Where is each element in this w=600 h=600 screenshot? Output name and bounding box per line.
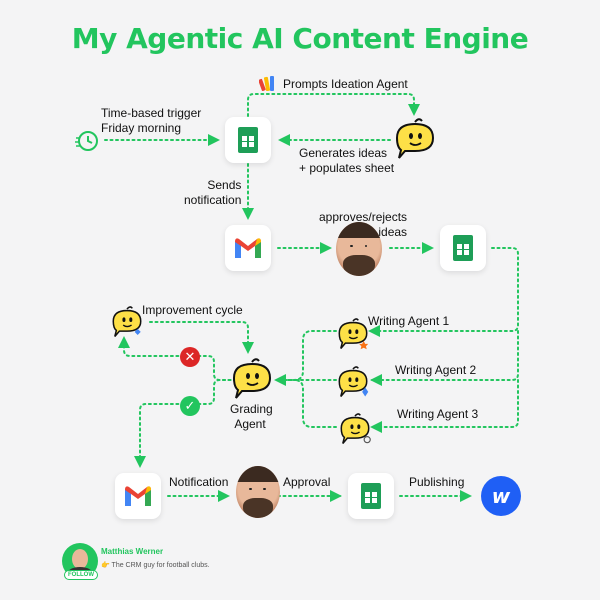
generates-line1: Generates ideas [299, 146, 388, 160]
writing-agent-1-mascot-icon [338, 318, 369, 350]
follow-button[interactable]: FOLLOW [64, 570, 98, 580]
writing-agent-1-label: Writing Agent 1 [368, 314, 450, 328]
generates-label: Generates ideas + populates sheet [299, 146, 394, 176]
author-tagline: 👉 The CRM guy for football clubs. [101, 561, 210, 569]
gemini-logo-icon [259, 76, 274, 91]
notification-label: Notification [169, 475, 229, 489]
sends-line1: Sends [207, 178, 242, 192]
grading-label: Grading Agent [230, 402, 273, 432]
grading-line1: Grading [230, 402, 273, 416]
grading-line2: Agent [234, 417, 266, 431]
gmail-card-2[interactable] [115, 473, 161, 519]
approver-avatar [236, 466, 280, 518]
page-title: My Agentic AI Content Engine [71, 22, 529, 55]
trigger-label: Time-based trigger Friday morning [101, 106, 201, 136]
writing-agent-2-label: Writing Agent 2 [395, 363, 477, 377]
webflow-icon[interactable]: w [481, 476, 521, 516]
ideation-agent-mascot-icon [395, 118, 435, 159]
reject-x-icon: ✕ [180, 347, 200, 367]
author-name: Matthias Werner [101, 547, 164, 556]
grading-agent-mascot-icon [232, 358, 272, 399]
google-sheets-card[interactable] [225, 117, 271, 163]
gmail-icon [125, 486, 151, 506]
sheets-icon [361, 483, 381, 509]
generates-line2: + populates sheet [299, 161, 395, 175]
sends-label: Sends notification [184, 178, 241, 208]
approve-check-icon: ✓ [180, 396, 200, 416]
reviewer-avatar [336, 222, 382, 276]
google-sheets-card-3[interactable] [348, 473, 394, 519]
approves-line1: approves/rejects [319, 210, 408, 224]
approves-label: approves/rejects ideas [319, 210, 407, 240]
sends-line2: notification [184, 193, 242, 207]
prompts-label: Prompts Ideation Agent [283, 77, 408, 91]
clock-icon [75, 131, 98, 151]
gmail-card[interactable] [225, 225, 271, 271]
trigger-line1: Time-based trigger [101, 106, 202, 120]
improvement-label: Improvement cycle [142, 303, 243, 317]
google-sheets-card-2[interactable] [440, 225, 486, 271]
approves-line2: ideas [378, 225, 408, 239]
writing-agent-3-mascot-icon [340, 413, 371, 444]
publishing-label: Publishing [409, 475, 465, 489]
sheets-icon [453, 235, 473, 261]
writing-agent-3-label: Writing Agent 3 [397, 407, 479, 421]
wave-icon: 👉 [101, 562, 110, 569]
author-tagline-text: The CRM guy for football clubs. [111, 562, 210, 569]
sheets-icon [238, 127, 258, 153]
trigger-line2: Friday morning [101, 121, 182, 135]
approval-label: Approval [283, 475, 331, 489]
writing-agent-2-mascot-icon [338, 366, 369, 397]
improvement-agent-mascot-icon [112, 306, 142, 337]
gmail-icon [235, 238, 261, 258]
